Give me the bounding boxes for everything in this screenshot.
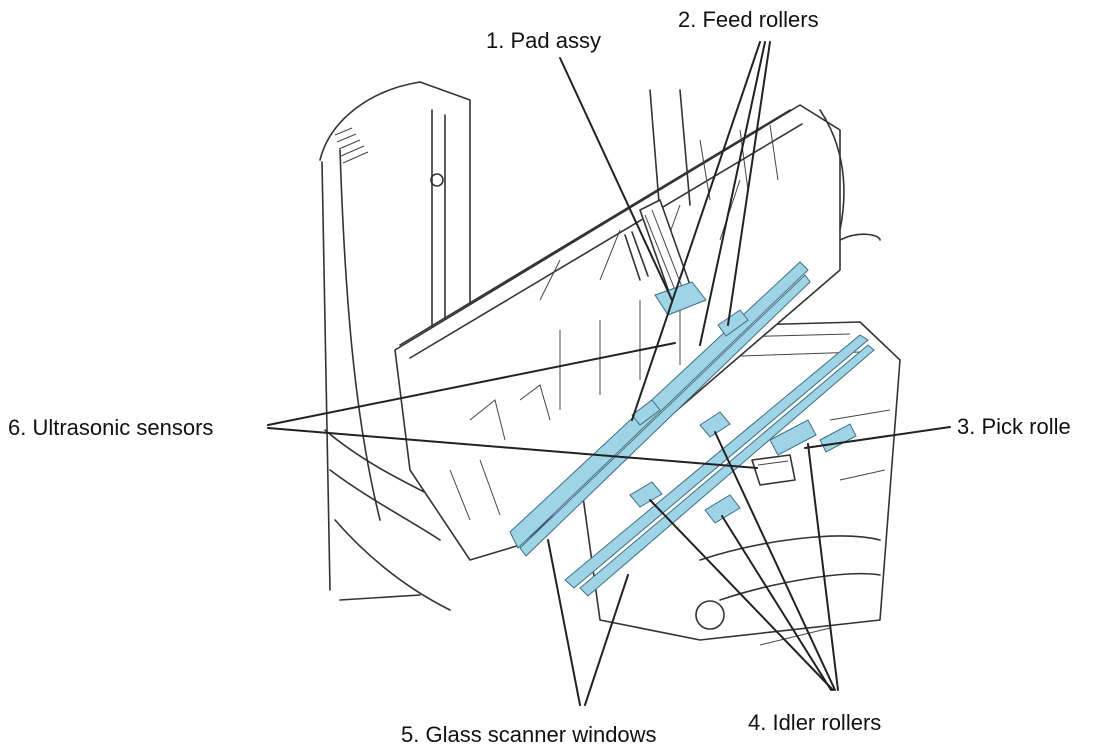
left-frame [319,81,471,611]
label-ultrasonic-sensors: 6. Ultrasonic sensors [8,415,214,440]
label-glass-scanner-windows: 5. Glass scanner windows [401,722,657,747]
ultrasonic-sensor-box [751,454,796,486]
base-glass-window-1 [564,334,869,589]
lid-glass-bar [509,261,809,549]
pad-assy-highlight [654,281,707,316]
label-feed-rollers: 2. Feed rollers [678,7,819,32]
base-glass-window-2 [579,344,875,597]
leader-lines [267,41,951,706]
top-cover [394,89,881,561]
label-pad-assy: 1. Pad assy [486,28,601,53]
highlights [509,261,875,597]
idler-roller-highlight-3 [704,494,741,524]
feed-roller-highlight [717,309,749,337]
pick-roller-highlight [769,419,817,456]
idler-roller-highlight-1 [699,411,731,438]
label-idler-rollers: 4. Idler rollers [748,710,882,735]
idler-roller-highlight-2 [629,481,663,508]
label-pick-roller: 3. Pick rolle [957,414,1071,439]
